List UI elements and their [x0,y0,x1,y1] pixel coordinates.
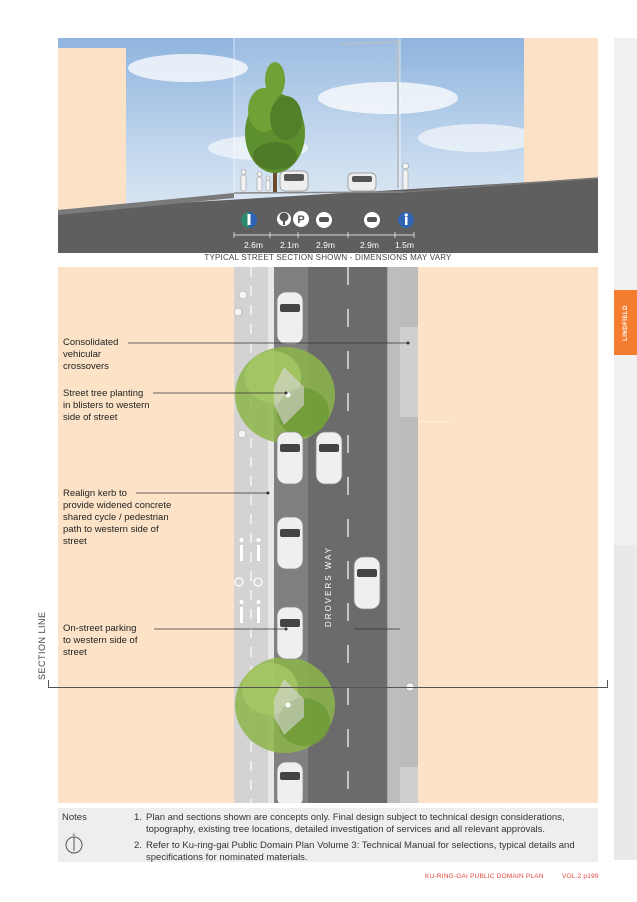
tree-parking-icon [277,212,291,226]
building-right [524,38,598,203]
dimension-label: 2.9m [316,240,335,250]
north-arrow-icon: N [63,832,85,854]
section-line [48,687,608,688]
notes-box [58,808,598,862]
street-plan-illustration: DROVERS WAY [58,267,598,803]
callout-realign-kerb: Realign kerb to provide widened concrete… [63,488,172,547]
section-line-label: SECTION LINE [37,611,47,680]
dimension-label: 2.1m [280,240,299,250]
note-2-number: 2. [134,840,142,851]
notes-label: Notes [62,812,87,823]
path-markings [234,538,263,623]
callout-crossovers: Consolidated vehicular crossovers [63,337,119,372]
tree-blister-1 [235,347,335,443]
dimension-label: 1.5m [395,240,414,250]
street-name: DROVERS WAY [324,546,333,627]
tree [245,62,305,192]
dimension-line [233,232,415,238]
tree-blister-2 [235,657,335,753]
street-plan-svg: DROVERS WAY [58,267,598,803]
parking-symbol: P [297,214,304,226]
leader-dots [266,341,410,631]
section-figures [240,162,409,192]
street-section-illustration: P [58,38,598,253]
parking-icon: P [293,211,309,227]
car-windows [280,304,377,780]
street-section-svg: P [58,38,598,253]
dimension-label: 2.9m [360,240,379,250]
section-caption: TYPICAL STREET SECTION SHOWN - DIMENSION… [204,253,452,262]
pedestrian-icon [398,212,414,228]
note-2: Refer to Ku-ring-gai Public Domain Plan … [146,840,575,863]
section-cars [279,170,377,192]
dimension-label: 2.6m [244,240,263,250]
footer-page: VOL.2 p199 [562,873,599,880]
share-path-icon [241,212,257,228]
building-left [58,48,126,213]
leader-lines [128,342,408,630]
section-tab-lindfield[interactable]: LINDFIELD [614,290,637,355]
car-lane-icon-2 [364,212,380,228]
callout-tree-planting: Street tree planting in blisters to west… [63,388,150,423]
note-1: Plan and sections shown are concepts onl… [146,812,565,835]
car-lane-icon [316,212,332,228]
footer-title: KU-RING-GAI PUBLIC DOMAIN PLAN [425,873,544,880]
north-label: N [73,832,76,837]
side-strip-lower [614,545,637,860]
callout-parking: On-street parking to western side of str… [63,623,138,658]
note-1-number: 1. [134,812,142,823]
